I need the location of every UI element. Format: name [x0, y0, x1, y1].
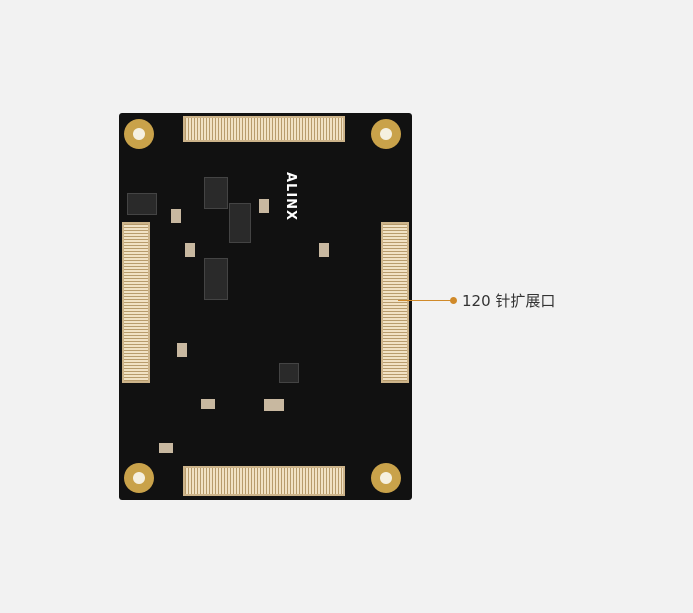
component	[259, 199, 269, 213]
chip	[127, 193, 157, 215]
component	[264, 399, 284, 411]
mounting-hole	[371, 463, 401, 493]
callout-dot	[450, 297, 457, 304]
component	[185, 243, 195, 257]
component	[171, 209, 181, 223]
mounting-hole	[124, 463, 154, 493]
brand-logo: ALINX	[283, 172, 298, 222]
chip	[204, 177, 228, 209]
component	[201, 399, 215, 409]
connector-bottom	[183, 466, 345, 496]
callout-label: 120 针扩展口	[462, 292, 556, 310]
callout-line	[398, 300, 453, 301]
chip	[204, 258, 228, 300]
connector-left	[122, 222, 150, 383]
component	[319, 243, 329, 257]
connector-right	[381, 222, 409, 383]
component	[177, 343, 187, 357]
component	[159, 443, 173, 453]
connector-top	[183, 116, 345, 142]
mounting-hole	[124, 119, 154, 149]
chip	[229, 203, 251, 243]
mounting-hole	[371, 119, 401, 149]
chip	[279, 363, 299, 383]
fpga-core-board	[119, 113, 412, 500]
